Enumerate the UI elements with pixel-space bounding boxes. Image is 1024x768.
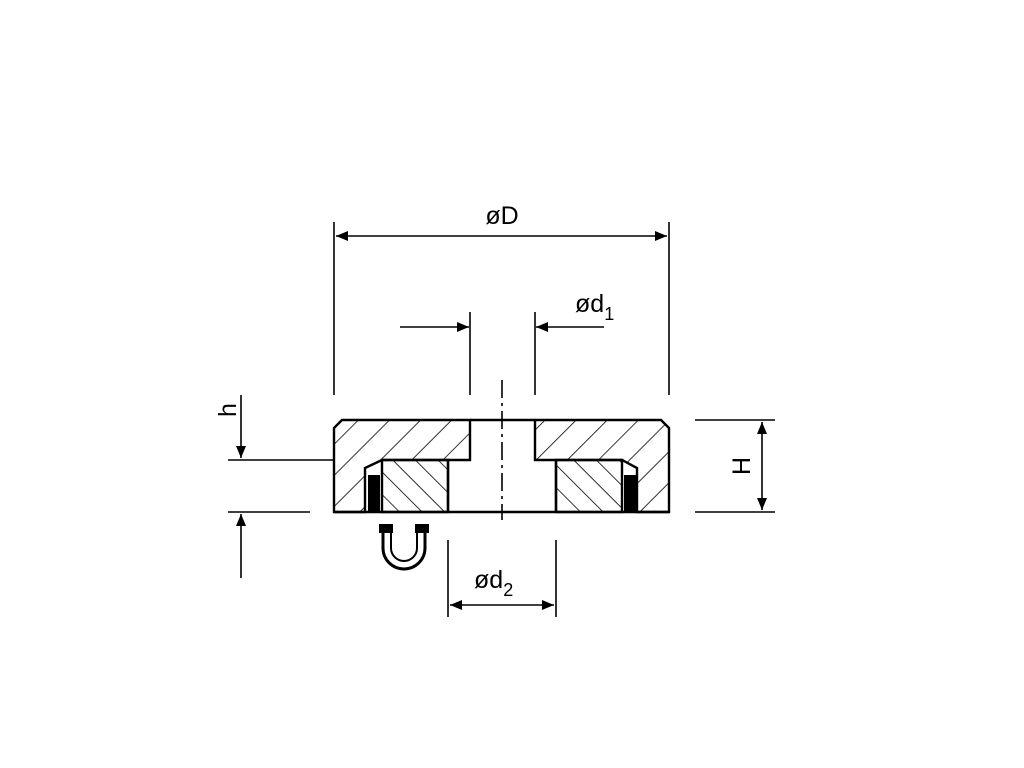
magnet-icon: [379, 524, 429, 571]
svg-text:ød1: ød1: [575, 290, 614, 324]
svg-text:h: h: [214, 403, 242, 417]
label-outer-diameter: øD: [485, 202, 518, 230]
steel-pot-right: [533, 418, 671, 514]
spacer-left: [368, 475, 380, 512]
dimension-recess-depth: h: [214, 395, 334, 578]
label-inner-diameter-1: ød: [575, 290, 604, 318]
svg-text:H: H: [728, 457, 756, 475]
label-inner-diameter-2: ød: [474, 566, 503, 594]
dimension-total-height: H: [695, 419, 775, 513]
label-total-height: H: [728, 457, 756, 475]
label-inner-diameter-2-subscript: 2: [503, 580, 513, 600]
dimension-outer-diameter: øD: [333, 202, 670, 395]
cross-section: [332, 418, 671, 514]
magnet-ring-left: [380, 458, 450, 514]
steel-pot-left: [332, 418, 472, 514]
label-inner-diameter-1-subscript: 1: [604, 304, 614, 324]
svg-text:ød2: ød2: [474, 566, 513, 600]
spacer-right: [624, 475, 636, 512]
magnet-ring-right: [554, 458, 624, 514]
dimension-inner-diameter-1: ød1: [400, 290, 614, 395]
label-recess-depth: h: [214, 403, 242, 417]
dimension-inner-diameter-2: ød2: [447, 540, 557, 617]
svg-text:øD: øD: [485, 202, 518, 230]
